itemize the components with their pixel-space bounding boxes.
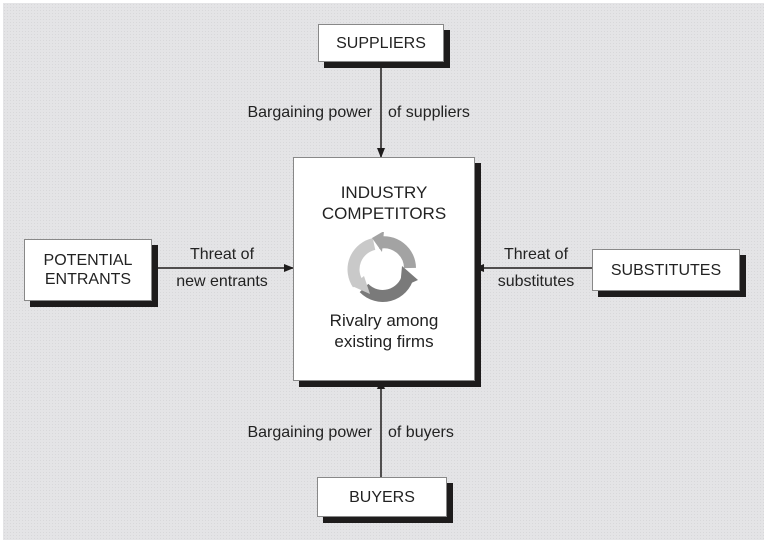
center-title-line1: INDUSTRY xyxy=(340,183,428,202)
suppliers-label: SUPPLIERS xyxy=(336,34,426,52)
cycle-arrows-icon xyxy=(347,232,418,302)
substitutes-force-line2: substitutes xyxy=(497,273,575,290)
suppliers-force-left: Bargaining power xyxy=(247,104,372,121)
center-subtitle-line2: existing firms xyxy=(334,332,434,351)
substitutes-force-line1: Threat of xyxy=(503,246,569,263)
entrants-force-line2: new entrants xyxy=(176,273,268,290)
entrants-line2: ENTRANTS xyxy=(44,271,132,288)
suppliers-force-right: of suppliers xyxy=(388,104,470,121)
buyers-force-right: of buyers xyxy=(388,424,454,441)
substitutes-box: SUBSTITUTES xyxy=(592,249,740,291)
entrants-force-line1: Threat of xyxy=(189,246,255,263)
center-subtitle-line1: Rivalry among xyxy=(329,311,439,330)
substitutes-label: SUBSTITUTES xyxy=(610,261,722,279)
potential-entrants-box: POTENTIAL ENTRANTS xyxy=(24,239,152,301)
buyers-label: BUYERS xyxy=(349,488,415,506)
suppliers-box: SUPPLIERS xyxy=(318,24,444,62)
buyers-box: BUYERS xyxy=(317,477,447,517)
industry-competitors-box: INDUSTRY COMPETITORS Rivalry among exist… xyxy=(293,157,475,381)
center-title-line2: COMPETITORS xyxy=(321,204,447,223)
buyers-force-left: Bargaining power xyxy=(247,424,372,441)
entrants-line1: POTENTIAL xyxy=(43,252,133,269)
